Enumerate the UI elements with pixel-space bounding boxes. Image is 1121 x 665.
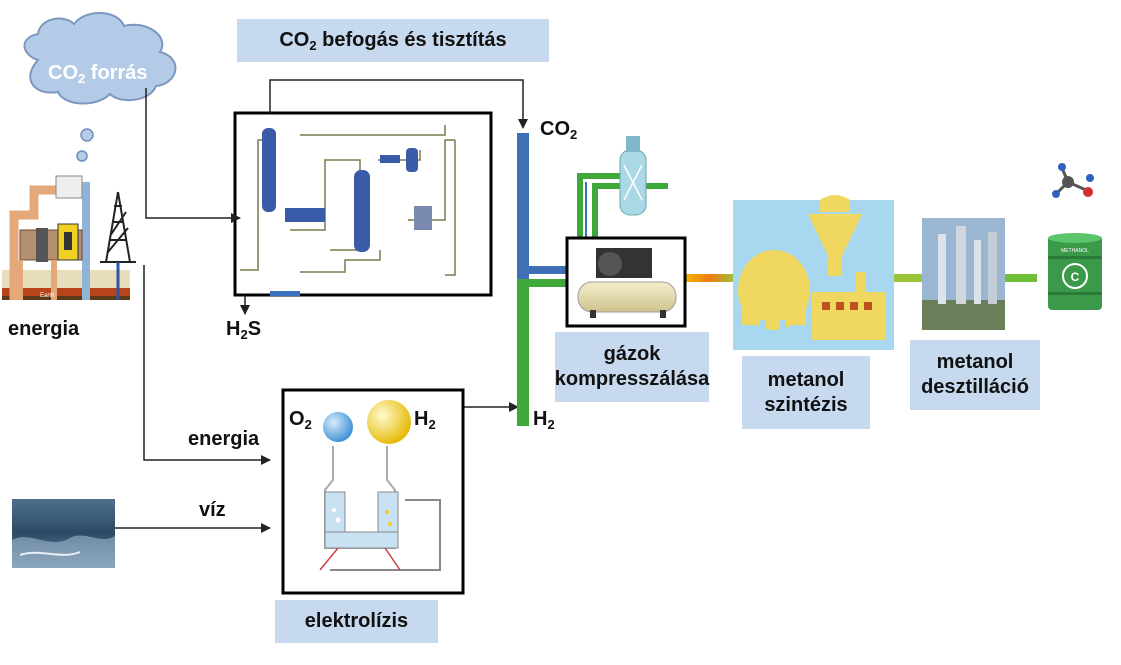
h2-electrolysis-label: H2: [414, 408, 436, 432]
h2s-label: H2S: [226, 318, 262, 342]
methanol-synthesis-label: metanol szintézis: [742, 356, 870, 429]
methanol-distillation-label: metanol desztilláció: [910, 340, 1040, 410]
oil-derrick-icon: [100, 191, 136, 300]
geothermal-plant-icon: [2, 175, 130, 300]
drum-label: METHANOL: [1061, 248, 1089, 254]
co2-pipe-label: CO2: [540, 118, 578, 142]
gas-pipes: [517, 133, 1037, 426]
h2-pipe-label: H2: [533, 408, 555, 432]
gas-reactor-icon: [619, 136, 647, 216]
o2-label: O2: [289, 408, 312, 432]
process-flow-diagram-icon: [240, 125, 456, 296]
electrolysis-cell-icon: [319, 400, 441, 571]
co2-source-label: CO2 forrás: [48, 62, 148, 86]
distillation-towers-photo: [922, 218, 1005, 330]
energy-arrow-label: energia: [188, 428, 260, 450]
air-compressor-icon: [577, 248, 677, 318]
electrolysis-label: elektrolízis: [275, 600, 438, 643]
methanol-molecule-icon: [1052, 163, 1094, 198]
svg-text:C: C: [1071, 270, 1080, 284]
recycle-drum-icon: C METHANOL: [1048, 233, 1102, 310]
water-arrow-label: víz: [199, 499, 226, 521]
cloud-icon: [23, 11, 177, 162]
energy-source-label: energia: [8, 318, 80, 340]
earth-label: Earth: [40, 293, 54, 299]
gas-compression-label: gázok kompresszálása: [555, 332, 709, 402]
methanol-plant-icon: [733, 195, 894, 350]
co2-capture-label: CO2 befogás és tisztítás: [237, 19, 549, 62]
sea-water-photo: [12, 499, 115, 568]
